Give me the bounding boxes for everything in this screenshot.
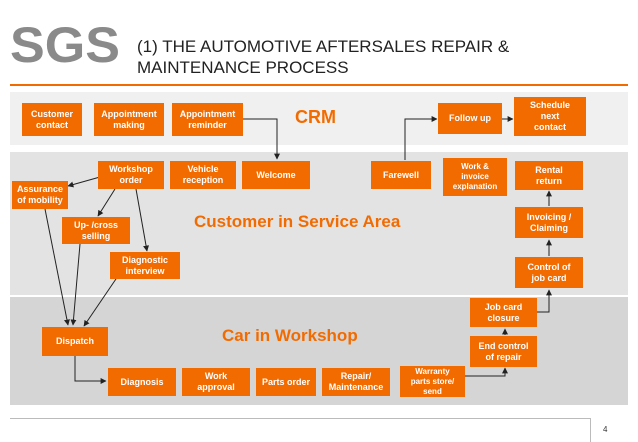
step-end-control-of-repair: End control of repair xyxy=(470,336,537,367)
step-up-cross-selling: Up- /cross selling xyxy=(62,217,130,244)
sgs-logo: SGS xyxy=(10,18,120,68)
step-customer-contact: Customer contact xyxy=(22,103,82,136)
arrow-workshop-order-to-diagnostic xyxy=(135,188,150,252)
arrow-jobcard-to-control xyxy=(537,289,552,313)
step-work-invoice-explanation: Work & invoice explanation xyxy=(443,158,507,196)
footer-separator xyxy=(590,418,591,442)
title-line-1: (1) THE AUTOMOTIVE AFTERSALES REPAIR & xyxy=(137,37,510,56)
step-diagnostic-interview: Diagnostic interview xyxy=(110,252,180,279)
arrow-workshop-order-to-assurance xyxy=(67,176,101,188)
step-schedule-next-contact: Schedule next contact xyxy=(514,97,586,136)
step-diagnosis: Diagnosis xyxy=(108,368,176,396)
step-parts-order: Parts order xyxy=(256,368,316,396)
step-repair-maintenance: Repair/ Maintenance xyxy=(322,368,390,396)
crm-label: CRM xyxy=(295,107,336,127)
step-invoicing-claiming: Invoicing / Claiming xyxy=(515,207,583,238)
step-dispatch: Dispatch xyxy=(42,327,108,356)
arrow-workshop-order-to-upcross xyxy=(97,188,116,217)
arrow-reminder-to-welcome xyxy=(243,118,280,160)
logo-text: SGS xyxy=(10,18,120,68)
step-welcome: Welcome xyxy=(242,161,310,189)
step-follow-up: Follow up xyxy=(438,103,502,134)
step-warranty-parts: Warranty parts store/ send xyxy=(400,366,465,397)
step-control-of-job-card: Control of job card xyxy=(515,257,583,288)
page-number: 4 xyxy=(603,425,608,434)
service-area-label: Customer in Service Area xyxy=(194,212,401,231)
step-workshop-order: Workshop order xyxy=(98,161,164,189)
step-job-card-closure: Job card closure xyxy=(470,298,537,327)
step-work-approval: Work approval xyxy=(182,368,250,396)
arrow-assurance-to-dispatch xyxy=(44,208,70,326)
page-title: (1) THE AUTOMOTIVE AFTERSALES REPAIR & M… xyxy=(137,36,509,78)
arrow-warranty-to-endcontrol xyxy=(465,367,508,377)
step-appointment-reminder: Appointment reminder xyxy=(172,103,243,136)
arrow-diagnostic-to-dispatch xyxy=(83,275,119,327)
step-rental-return: Rental return xyxy=(515,161,583,190)
arrow-upcross-to-dispatch xyxy=(70,243,81,326)
arrow-dispatch-to-diagnosis xyxy=(74,356,107,384)
footer-line xyxy=(10,418,590,419)
title-line-2: MAINTENANCE PROCESS xyxy=(137,58,349,77)
step-farewell: Farewell xyxy=(371,161,431,189)
header-divider xyxy=(10,84,628,86)
workshop-label: Car in Workshop xyxy=(222,326,358,345)
step-vehicle-reception: Vehicle reception xyxy=(170,161,236,189)
step-assurance-of-mobility: Assurance of mobility xyxy=(12,181,68,209)
arrow-farewell-to-followup xyxy=(404,116,438,160)
step-appointment-making: Appointment making xyxy=(94,103,164,136)
